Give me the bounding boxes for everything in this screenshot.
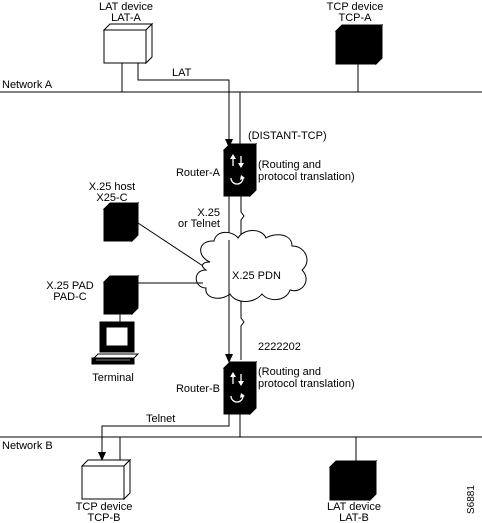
router-a-name: Router-A	[176, 167, 221, 179]
lat-a-label-line1: LAT device	[99, 1, 153, 13]
router-b-address: 2222202	[258, 341, 301, 353]
router-a-note-line1: (Routing and	[258, 159, 321, 171]
x25-pdn-cloud	[195, 230, 308, 302]
lat-b-label-line1: LAT device	[327, 501, 381, 513]
x25-path-arrow	[225, 354, 233, 363]
x25-pad-label-line2: PAD-C	[53, 291, 86, 303]
lat-path-label: LAT	[172, 67, 192, 79]
router-b-note-line2: protocol translation)	[258, 378, 355, 390]
router-a-note-line2: protocol translation)	[258, 171, 355, 183]
lat-b-device	[328, 459, 378, 502]
distant-tcp-label: (DISTANT-TCP)	[248, 130, 327, 142]
x25-pdn-label: X.25 PDN	[232, 270, 281, 282]
telnet-path-arrow	[98, 452, 106, 461]
router-a-serial-link	[240, 196, 245, 236]
x25-label-line2: or Telnet	[178, 218, 220, 230]
router-b-name: Router-B	[176, 383, 220, 395]
telnet-path	[101, 414, 230, 458]
tcp-b-label-line2: TCP-B	[88, 512, 121, 523]
router-b	[222, 360, 258, 416]
lat-path	[137, 63, 230, 145]
tcp-a-label-line2: TCP-A	[339, 12, 373, 24]
tcp-a-label-line1: TCP device	[327, 1, 384, 13]
lat-path-arrow	[225, 139, 233, 148]
lat-a-device	[102, 22, 154, 65]
x25-host-label-line1: X.25 host	[89, 181, 135, 193]
network-b-label: Network B	[2, 440, 53, 452]
router-b-serial-link	[240, 300, 245, 360]
x25-host-device	[102, 201, 140, 243]
network-a-label: Network A	[2, 79, 53, 91]
lat-a-label-line2: LAT-A	[111, 12, 141, 24]
terminal-device	[91, 321, 140, 365]
tcp-b-device	[80, 458, 132, 501]
x25-pad-device	[102, 274, 140, 316]
tcp-b-label-line1: TCP device	[76, 501, 133, 513]
terminal-label: Terminal	[92, 372, 134, 384]
figure-id: S6881	[466, 485, 477, 514]
x25-host-link	[137, 222, 207, 269]
router-a	[222, 142, 258, 198]
x25-pad-label-line1: X.25 PAD	[46, 280, 94, 292]
x25-label-line1: X.25	[197, 207, 220, 219]
router-b-note-line1: (Routing and	[258, 366, 321, 378]
x25-host-label-line2: X25-C	[96, 192, 127, 204]
tcp-a-device	[334, 23, 384, 66]
lat-b-label-line2: LAT-B	[339, 512, 369, 523]
telnet-label: Telnet	[146, 413, 175, 425]
